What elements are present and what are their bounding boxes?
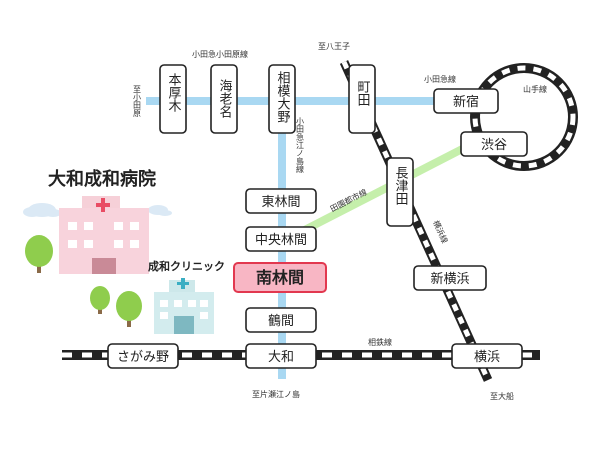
station-sagamino[interactable]: さがみ野 bbox=[107, 343, 179, 369]
cloud-icon bbox=[23, 203, 172, 217]
station-label: 町田 bbox=[355, 80, 371, 106]
station-label: さがみ野 bbox=[117, 350, 169, 365]
station-nagatsuta[interactable]: 長津田 bbox=[386, 157, 414, 227]
tree-icon bbox=[116, 291, 142, 327]
station-label: 長津田 bbox=[393, 166, 409, 205]
label-sotetsu: 相鉄線 bbox=[368, 337, 392, 347]
station-shin-yokohama[interactable]: 新横浜 bbox=[413, 265, 487, 291]
clinic-name: 成和クリニック bbox=[148, 259, 225, 273]
station-yokohama[interactable]: 横浜 bbox=[451, 343, 523, 369]
tree-icon bbox=[90, 286, 110, 314]
station-label: 大和 bbox=[268, 350, 294, 365]
station-label: 渋谷 bbox=[481, 138, 507, 153]
station-shibuya[interactable]: 渋谷 bbox=[460, 131, 528, 157]
clinic-building-icon bbox=[154, 278, 214, 334]
label-yamanote: 山手線 bbox=[523, 84, 547, 94]
station-label: 東林間 bbox=[261, 194, 300, 210]
station-chuo-rinkan[interactable]: 中央林間 bbox=[245, 226, 317, 252]
station-yamato[interactable]: 大和 bbox=[245, 343, 317, 369]
yamanote-loop bbox=[470, 63, 578, 171]
station-label: 中央林間 bbox=[255, 233, 307, 248]
station-shinjuku[interactable]: 新宿 bbox=[433, 88, 499, 114]
odakyu-odawara-line bbox=[146, 97, 446, 105]
station-label: 鶴間 bbox=[268, 313, 294, 329]
hospital-building-icon bbox=[59, 196, 149, 274]
station-label: 新宿 bbox=[453, 94, 479, 110]
direction-ofuna: 至大船 bbox=[490, 391, 514, 401]
direction-odawara: 至小田原 bbox=[133, 85, 142, 117]
station-hon-atsugi[interactable]: 本厚木 bbox=[159, 64, 187, 134]
station-label: 横浜 bbox=[474, 350, 500, 365]
station-label: 海老名 bbox=[217, 79, 233, 118]
label-odakyu-enoshima: 小田急江ノ島線 bbox=[296, 117, 305, 173]
station-higashi-rinkan[interactable]: 東林間 bbox=[245, 188, 317, 214]
denentoshi-line bbox=[287, 141, 472, 242]
station-minami-rinkan[interactable]: 南林間 bbox=[233, 262, 327, 293]
station-tsuruma[interactable]: 鶴間 bbox=[245, 307, 317, 333]
label-odakyu: 小田急線 bbox=[424, 74, 456, 84]
direction-katase-enoshima: 至片瀬江ノ島 bbox=[252, 389, 300, 399]
station-sagami-ono[interactable]: 相模大野 bbox=[268, 64, 296, 134]
label-yokohama-line: 横浜線 bbox=[431, 219, 450, 245]
station-label: 本厚木 bbox=[166, 73, 182, 112]
station-label: 相模大野 bbox=[275, 71, 291, 123]
station-label: 新横浜 bbox=[430, 271, 469, 287]
station-ebina[interactable]: 海老名 bbox=[210, 64, 238, 134]
hospital-name: 大和成和病院 bbox=[48, 168, 156, 190]
label-odakyu-odawara: 小田急小田原線 bbox=[192, 49, 248, 59]
tree-icon bbox=[25, 235, 53, 273]
station-label: 南林間 bbox=[256, 268, 304, 287]
direction-hachioji: 至八王子 bbox=[318, 42, 350, 51]
station-machida[interactable]: 町田 bbox=[348, 64, 376, 134]
